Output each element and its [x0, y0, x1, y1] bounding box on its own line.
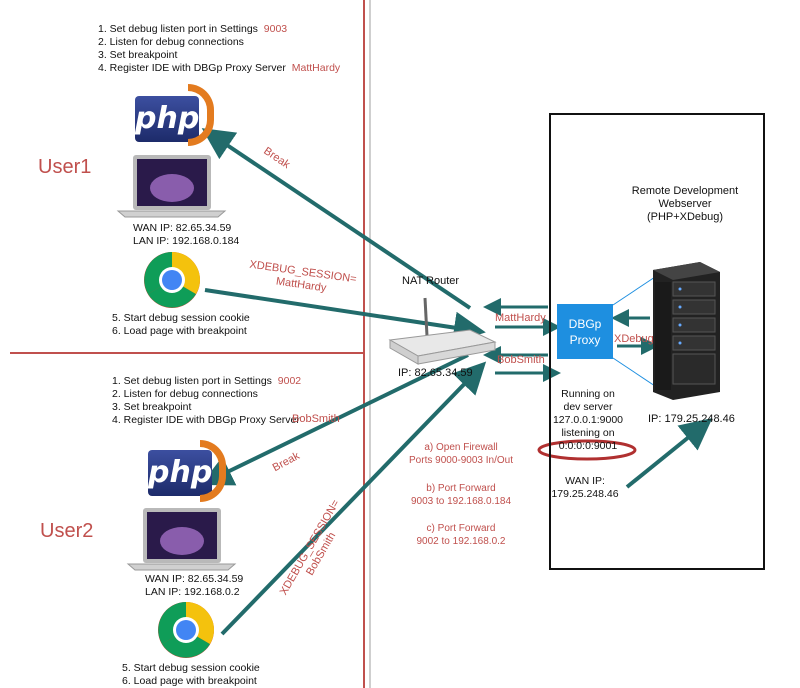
- user2-lan-ip: LAN IP: 192.168.0.2: [145, 586, 240, 598]
- user2-php-swirl-icon: [200, 440, 226, 502]
- user2-laptop-icon: [126, 508, 237, 571]
- user2-step-2: 2. Listen for debug connections: [112, 388, 258, 400]
- user1-label: User1: [38, 156, 92, 178]
- user1-step-1: 1. Set debug listen port in Settings 900…: [98, 23, 288, 35]
- router-ip: IP: 82.65.34.59: [398, 367, 473, 379]
- user2-session-arrow: [220, 361, 487, 636]
- user1-chrome-icon: [144, 252, 200, 308]
- router-link-matthardy: MattHardy: [495, 312, 546, 324]
- router-title: NAT Router: [402, 275, 460, 287]
- user2-wan-ip: WAN IP: 82.65.34.59: [145, 573, 244, 585]
- wan-ip-arrow: [625, 417, 713, 489]
- user1-step-3: 3. Set breakpoint: [98, 49, 178, 61]
- user1-php-swirl-icon: [188, 84, 214, 146]
- proxy-running-info: Running on dev server 127.0.0.1:9000 lis…: [552, 388, 624, 452]
- user2-step-4: 4. Register IDE with DBGp Proxy Server: [112, 414, 300, 426]
- user1-browser-steps: 5. Start debug session cookie 6. Load pa…: [112, 312, 250, 337]
- user2-step-1: 1. Set debug listen port in Settings 900…: [112, 375, 302, 387]
- user2-chrome-icon: [158, 602, 214, 658]
- server-ip: IP: 179.25.248.46: [648, 413, 735, 425]
- user2-break-arrow: [200, 353, 469, 486]
- user1-wan-ip: WAN IP: 82.65.34.59: [133, 222, 232, 234]
- user2-bobsmith-label: BobSmith: [292, 413, 340, 425]
- nat-router-icon: [388, 297, 497, 365]
- user1-steps: 1. Set debug listen port in Settings 900…: [98, 23, 340, 75]
- listening-port-highlight: [537, 439, 637, 461]
- user2-step-3: 3. Set breakpoint: [112, 401, 192, 413]
- server-tower-icon: [653, 262, 720, 400]
- user1-laptop-icon: [116, 155, 227, 218]
- xdebug-label: XDebug: [614, 333, 654, 345]
- user1-lan-ip: LAN IP: 192.168.0.184: [133, 235, 240, 247]
- server-wan-ip: WAN IP: 179.25.248.46: [551, 475, 619, 500]
- user2-browser-steps: 5. Start debug session cookie 6. Load pa…: [122, 662, 260, 687]
- user1-break-arrow: [201, 128, 472, 310]
- router-link-bobsmith: BobSmith: [497, 354, 545, 366]
- user2-steps: 1. Set debug listen port in Settings 900…: [112, 375, 301, 427]
- remote-server-box: [549, 113, 765, 570]
- user1-step-2: 2. Listen for debug connections: [98, 36, 244, 48]
- user2-label: User2: [40, 520, 94, 542]
- user1-step-4: 4. Register IDE with DBGp Proxy Server M…: [98, 62, 341, 74]
